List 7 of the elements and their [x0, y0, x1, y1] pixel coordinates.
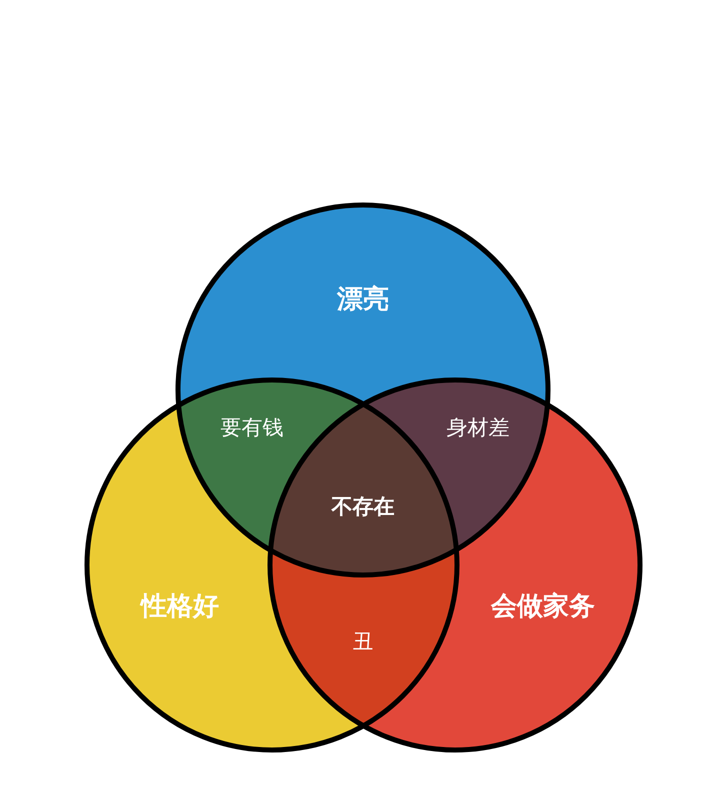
- circle-label: 漂亮: [337, 284, 389, 316]
- circle-label: 性格好: [141, 590, 219, 624]
- circle-label: 会做家务: [491, 590, 595, 624]
- region-label: 身材差: [446, 414, 510, 442]
- region-label: 不存在: [332, 493, 394, 520]
- region-label: 丑: [352, 628, 374, 656]
- region-label: 要有钱: [220, 414, 284, 442]
